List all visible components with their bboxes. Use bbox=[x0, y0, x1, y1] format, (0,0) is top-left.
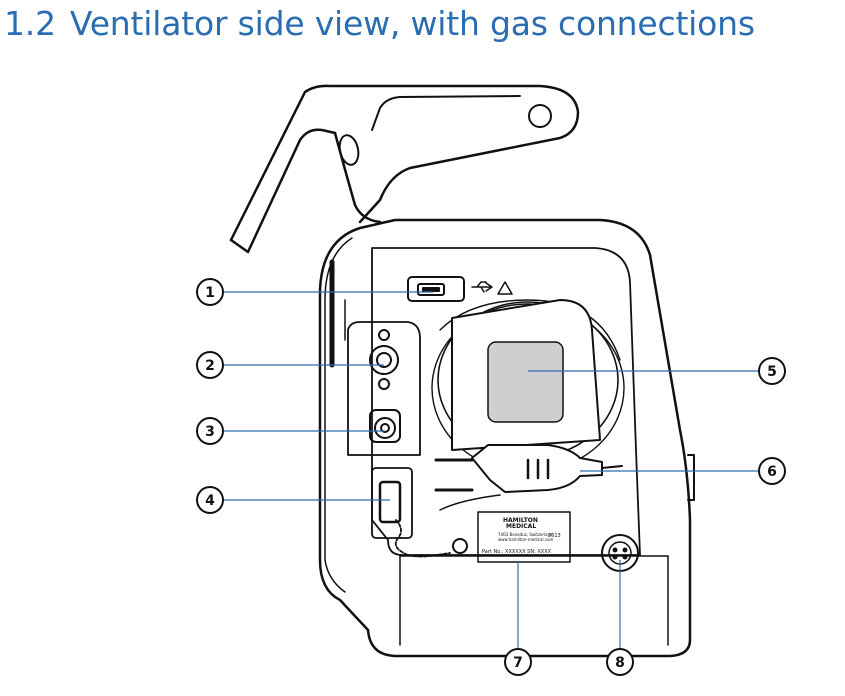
callout-1-label: 1 bbox=[205, 285, 215, 301]
callouts: 1 2 3 4 5 6 7 8 bbox=[196, 278, 786, 676]
power-cord-storage bbox=[431, 299, 625, 554]
gas-connections-block bbox=[347, 321, 421, 456]
callout-leaders bbox=[224, 291, 758, 648]
carry-handle bbox=[229, 84, 580, 254]
callout-4: 4 bbox=[196, 486, 224, 514]
section-heading: 1.2 Ventilator side view, with gas connec… bbox=[4, 4, 755, 43]
label-address: 7403 Bonaduz, Switzerland bbox=[498, 532, 553, 537]
label-brand-line1: HAMILTON bbox=[503, 517, 538, 524]
callout-5: 5 bbox=[758, 357, 786, 385]
section-number: 1.2 bbox=[4, 4, 56, 43]
callout-6-label: 6 bbox=[767, 464, 777, 480]
label-year: 2013 bbox=[548, 533, 561, 539]
usb-warning-symbols bbox=[471, 281, 513, 295]
callout-3: 3 bbox=[196, 417, 224, 445]
label-brand-line2: MEDICAL bbox=[506, 523, 536, 530]
callout-3-label: 3 bbox=[205, 424, 215, 440]
callout-6: 6 bbox=[758, 457, 786, 485]
callout-8: 8 bbox=[606, 648, 634, 676]
callout-1: 1 bbox=[196, 278, 224, 306]
usb-port bbox=[407, 276, 465, 302]
section-title: Ventilator side view, with gas connectio… bbox=[69, 4, 755, 43]
callout-4-label: 4 bbox=[205, 493, 215, 509]
product-label-text: HAMILTON MEDICAL 7403 Bonaduz, Switzerla… bbox=[482, 517, 561, 555]
callout-2-label: 2 bbox=[205, 358, 215, 374]
callout-2: 2 bbox=[196, 351, 224, 379]
oxygen-sensor-port bbox=[371, 467, 451, 558]
callout-5-label: 5 bbox=[767, 364, 777, 380]
product-label bbox=[477, 511, 571, 563]
callout-7: 7 bbox=[504, 648, 532, 676]
callout-8-label: 8 bbox=[615, 655, 625, 671]
label-part-number: Part No.: XXXXXX SN: XXXX bbox=[482, 549, 552, 555]
label-website: www.hamilton-medical.com bbox=[498, 537, 554, 542]
callout-7-label: 7 bbox=[513, 655, 523, 671]
